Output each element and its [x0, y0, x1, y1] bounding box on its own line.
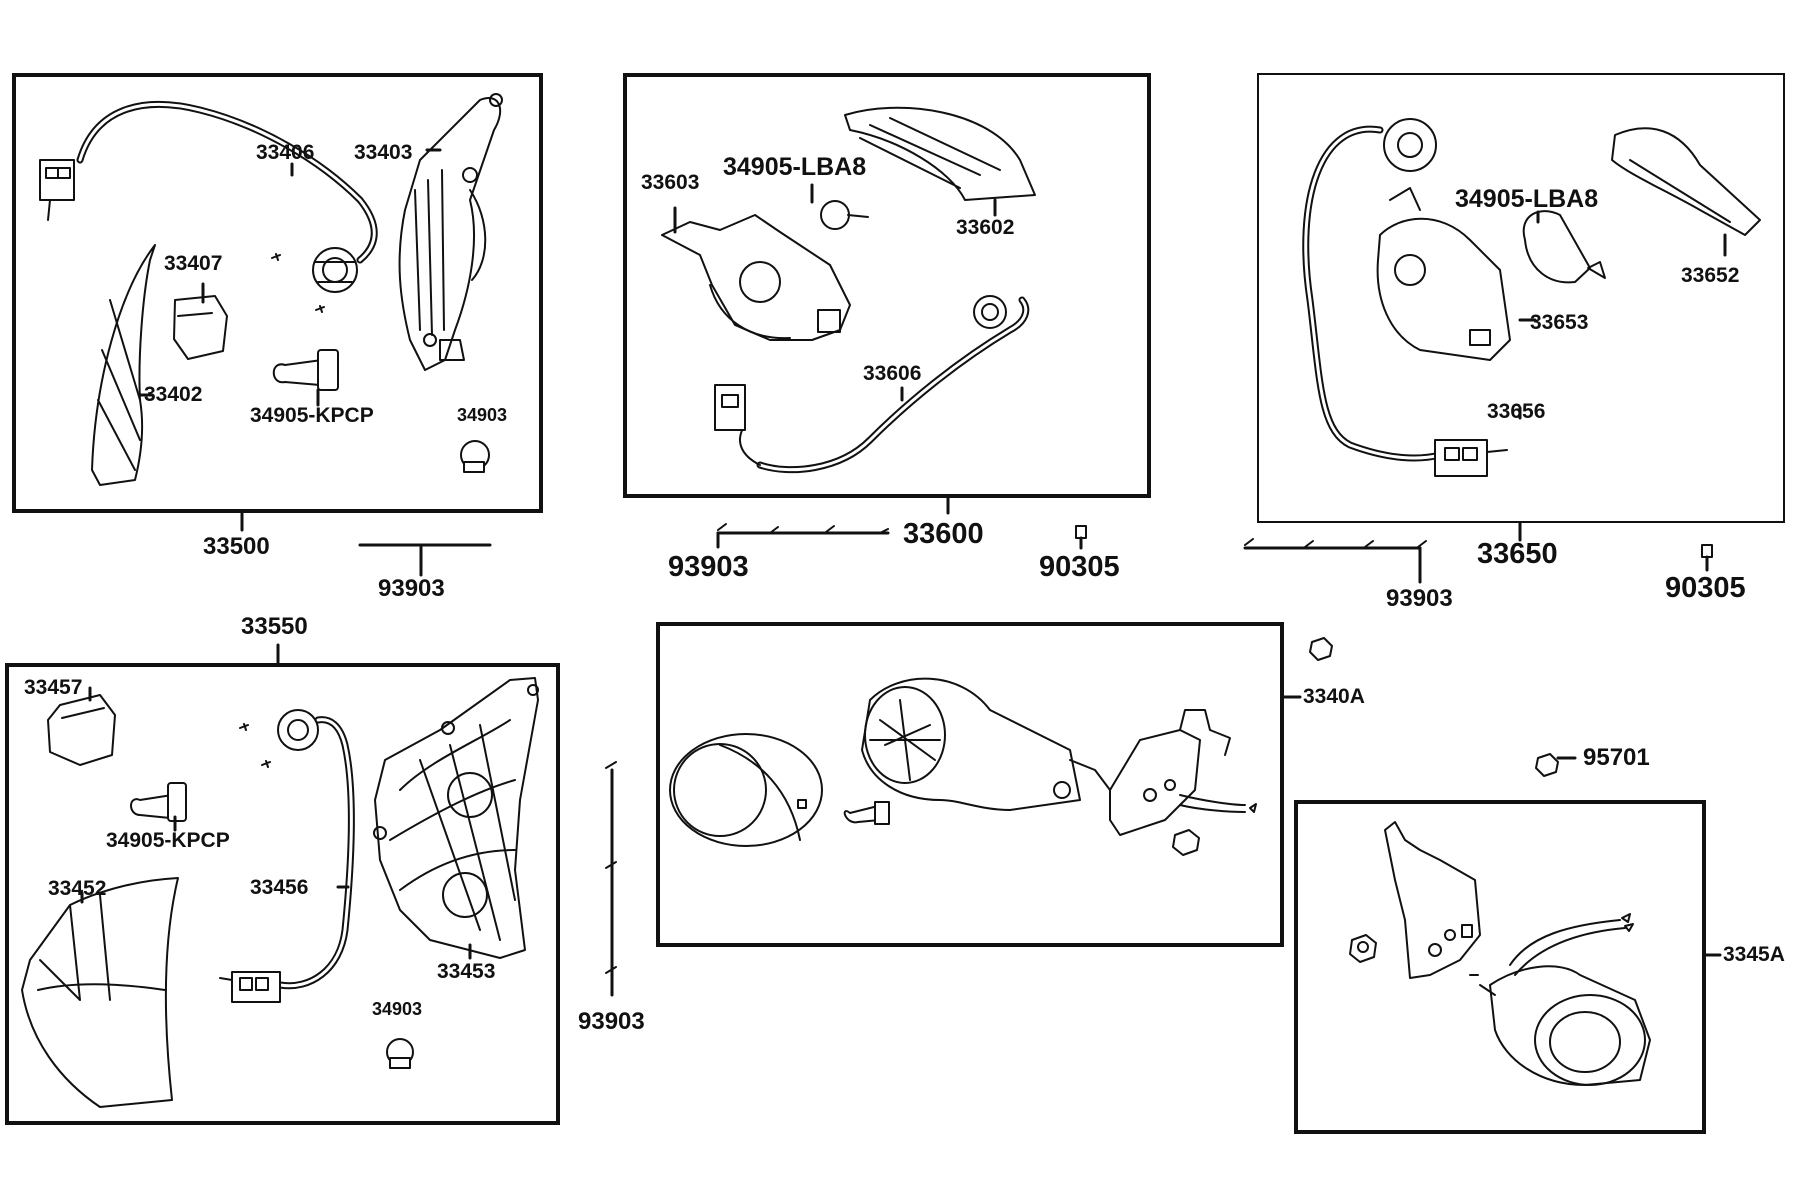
- label-93903-b: 93903: [668, 551, 749, 583]
- label-3345A: 3345A: [1723, 943, 1785, 966]
- label-90305-a: 90305: [1039, 551, 1120, 583]
- label-33406: 33406: [256, 141, 315, 164]
- label-34905-LBA8-a: 34905-LBA8: [723, 153, 867, 181]
- label-33656: 33656: [1487, 400, 1546, 423]
- label-33453: 33453: [437, 960, 496, 983]
- label-93903-a: 93903: [378, 575, 445, 602]
- label-33456: 33456: [250, 876, 309, 899]
- label-33600: 33600: [903, 518, 984, 550]
- label-33603: 33603: [641, 171, 700, 194]
- part-drawings-33650: [1243, 118, 1761, 584]
- label-33452: 33452: [48, 877, 107, 900]
- label-90305-b: 90305: [1665, 572, 1746, 604]
- label-93903-d: 93903: [578, 1008, 645, 1035]
- label-33652: 33652: [1681, 264, 1740, 287]
- label-95701: 95701: [1583, 744, 1650, 771]
- label-33500: 33500: [203, 533, 270, 560]
- part-drawings-33550: [21, 643, 539, 1108]
- label-33407: 33407: [164, 252, 223, 275]
- label-33402: 33402: [144, 383, 203, 406]
- label-34905-KPCP-a: 34905-KPCP: [250, 404, 374, 427]
- label-34903-a: 34903: [457, 405, 508, 425]
- label-34905-KPCP-b: 34905-KPCP: [106, 829, 230, 852]
- label-33653: 33653: [1530, 311, 1589, 334]
- label-34903-b: 34903: [372, 999, 423, 1019]
- label-33602: 33602: [956, 216, 1015, 239]
- label-33606: 33606: [863, 362, 922, 385]
- label-33550: 33550: [241, 613, 308, 640]
- label-3340A: 3340A: [1303, 685, 1365, 708]
- part-drawings-33500: [39, 93, 503, 577]
- label-33650: 33650: [1477, 538, 1558, 570]
- label-34905-LBA8-b: 34905-LBA8: [1455, 185, 1599, 213]
- part-drawings-3340A: [669, 677, 1302, 856]
- label-33403: 33403: [354, 141, 413, 164]
- label-33457: 33457: [24, 676, 83, 699]
- part-drawings-33600: [661, 106, 1087, 550]
- part-drawings-3345A: [1349, 821, 1722, 1086]
- part-drawings-95701: [1309, 637, 1577, 777]
- label-93903-c: 93903: [1386, 585, 1453, 612]
- part-drawings-mid-screws: [605, 761, 617, 997]
